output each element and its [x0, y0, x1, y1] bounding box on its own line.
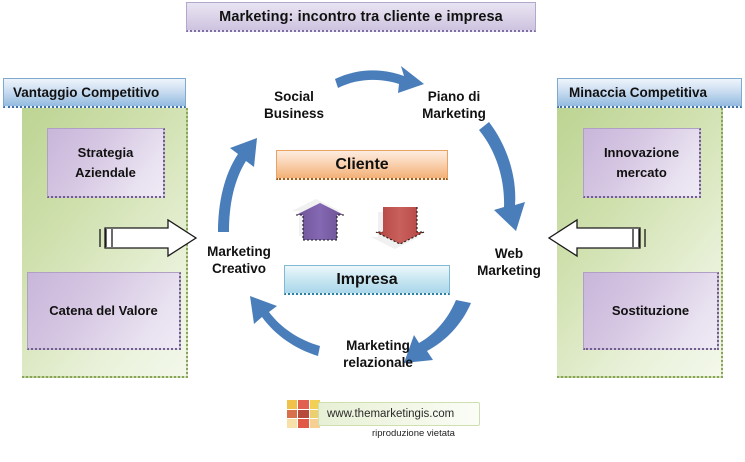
left-panel-header: Vantaggio Competitivo [3, 78, 186, 108]
label-web-marketing-line1: Web [494, 246, 524, 261]
label-marketing-creativo-line1: Marketing [207, 244, 271, 259]
box-sostituzione: Sostituzione [583, 272, 719, 350]
site-logo-icon [287, 400, 320, 428]
logo-cell-6 [287, 419, 298, 428]
box-sostituzione-label: Sostituzione [611, 302, 690, 318]
box-catena-del-valore-label: Catena del Valore [49, 302, 158, 318]
label-marketing-relazionale: Marketing relazionale [326, 337, 430, 372]
label-piano-di-marketing: Piano di Marketing [404, 88, 504, 123]
box-innovazione-mercato: Innovazione mercato [583, 128, 701, 198]
cycle-arrow-right [479, 122, 525, 231]
cycle-arrow-bottom-left [250, 296, 320, 356]
label-web-marketing: Web Marketing [462, 245, 556, 280]
cycle-arrow-left [218, 138, 257, 232]
logo-cell-5 [309, 409, 320, 419]
red-down-arrow [371, 207, 425, 249]
box-cliente: Cliente [276, 150, 448, 180]
label-web-marketing-line2: Marketing [477, 263, 541, 279]
purple-up-arrow [292, 199, 344, 241]
logo-cell-0 [287, 400, 298, 409]
box-innovazione-mercato-label: Innovazione mercato [603, 145, 680, 180]
footer-copyright-note: riproduzione vietata [372, 428, 455, 439]
left-panel-header-label: Vantaggio Competitivo [13, 85, 160, 100]
logo-cell-4 [298, 409, 309, 419]
label-piano-di-marketing-line1: Piano di [427, 89, 481, 104]
logo-cell-2 [309, 400, 320, 409]
label-marketing-relazionale-line2: relazionale [343, 355, 413, 371]
logo-cell-1 [298, 400, 309, 409]
label-piano-di-marketing-line2: Marketing [422, 106, 486, 122]
label-social-business: Social Business [248, 88, 340, 123]
label-social-business-line2: Business [263, 106, 325, 122]
right-panel-header-label: Minaccia Competitiva [569, 85, 708, 100]
page-title-text: Marketing: incontro tra cliente e impres… [219, 8, 503, 25]
logo-cell-7 [298, 419, 309, 428]
box-strategia-aziendale: Strategia Aziendale [47, 128, 165, 198]
footer-url-bar[interactable]: www.themarketingis.com [318, 402, 480, 426]
logo-cell-8 [309, 419, 320, 428]
label-social-business-line1: Social [274, 89, 314, 104]
box-catena-del-valore: Catena del Valore [27, 272, 181, 350]
box-impresa: Impresa [284, 265, 450, 295]
label-marketing-creativo-line2: Creativo [211, 261, 267, 277]
label-marketing-relazionale-line1: Marketing [346, 338, 410, 353]
footer-url-text: www.themarketingis.com [327, 408, 455, 420]
page-title: Marketing: incontro tra cliente e impres… [186, 2, 536, 32]
box-strategia-aziendale-label: Strategia Aziendale [75, 145, 136, 180]
box-cliente-label: Cliente [335, 155, 389, 173]
box-impresa-label: Impresa [336, 270, 398, 288]
logo-cell-3 [287, 409, 298, 419]
label-marketing-creativo: Marketing Creativo [194, 243, 284, 278]
right-panel-header: Minaccia Competitiva [557, 78, 742, 108]
